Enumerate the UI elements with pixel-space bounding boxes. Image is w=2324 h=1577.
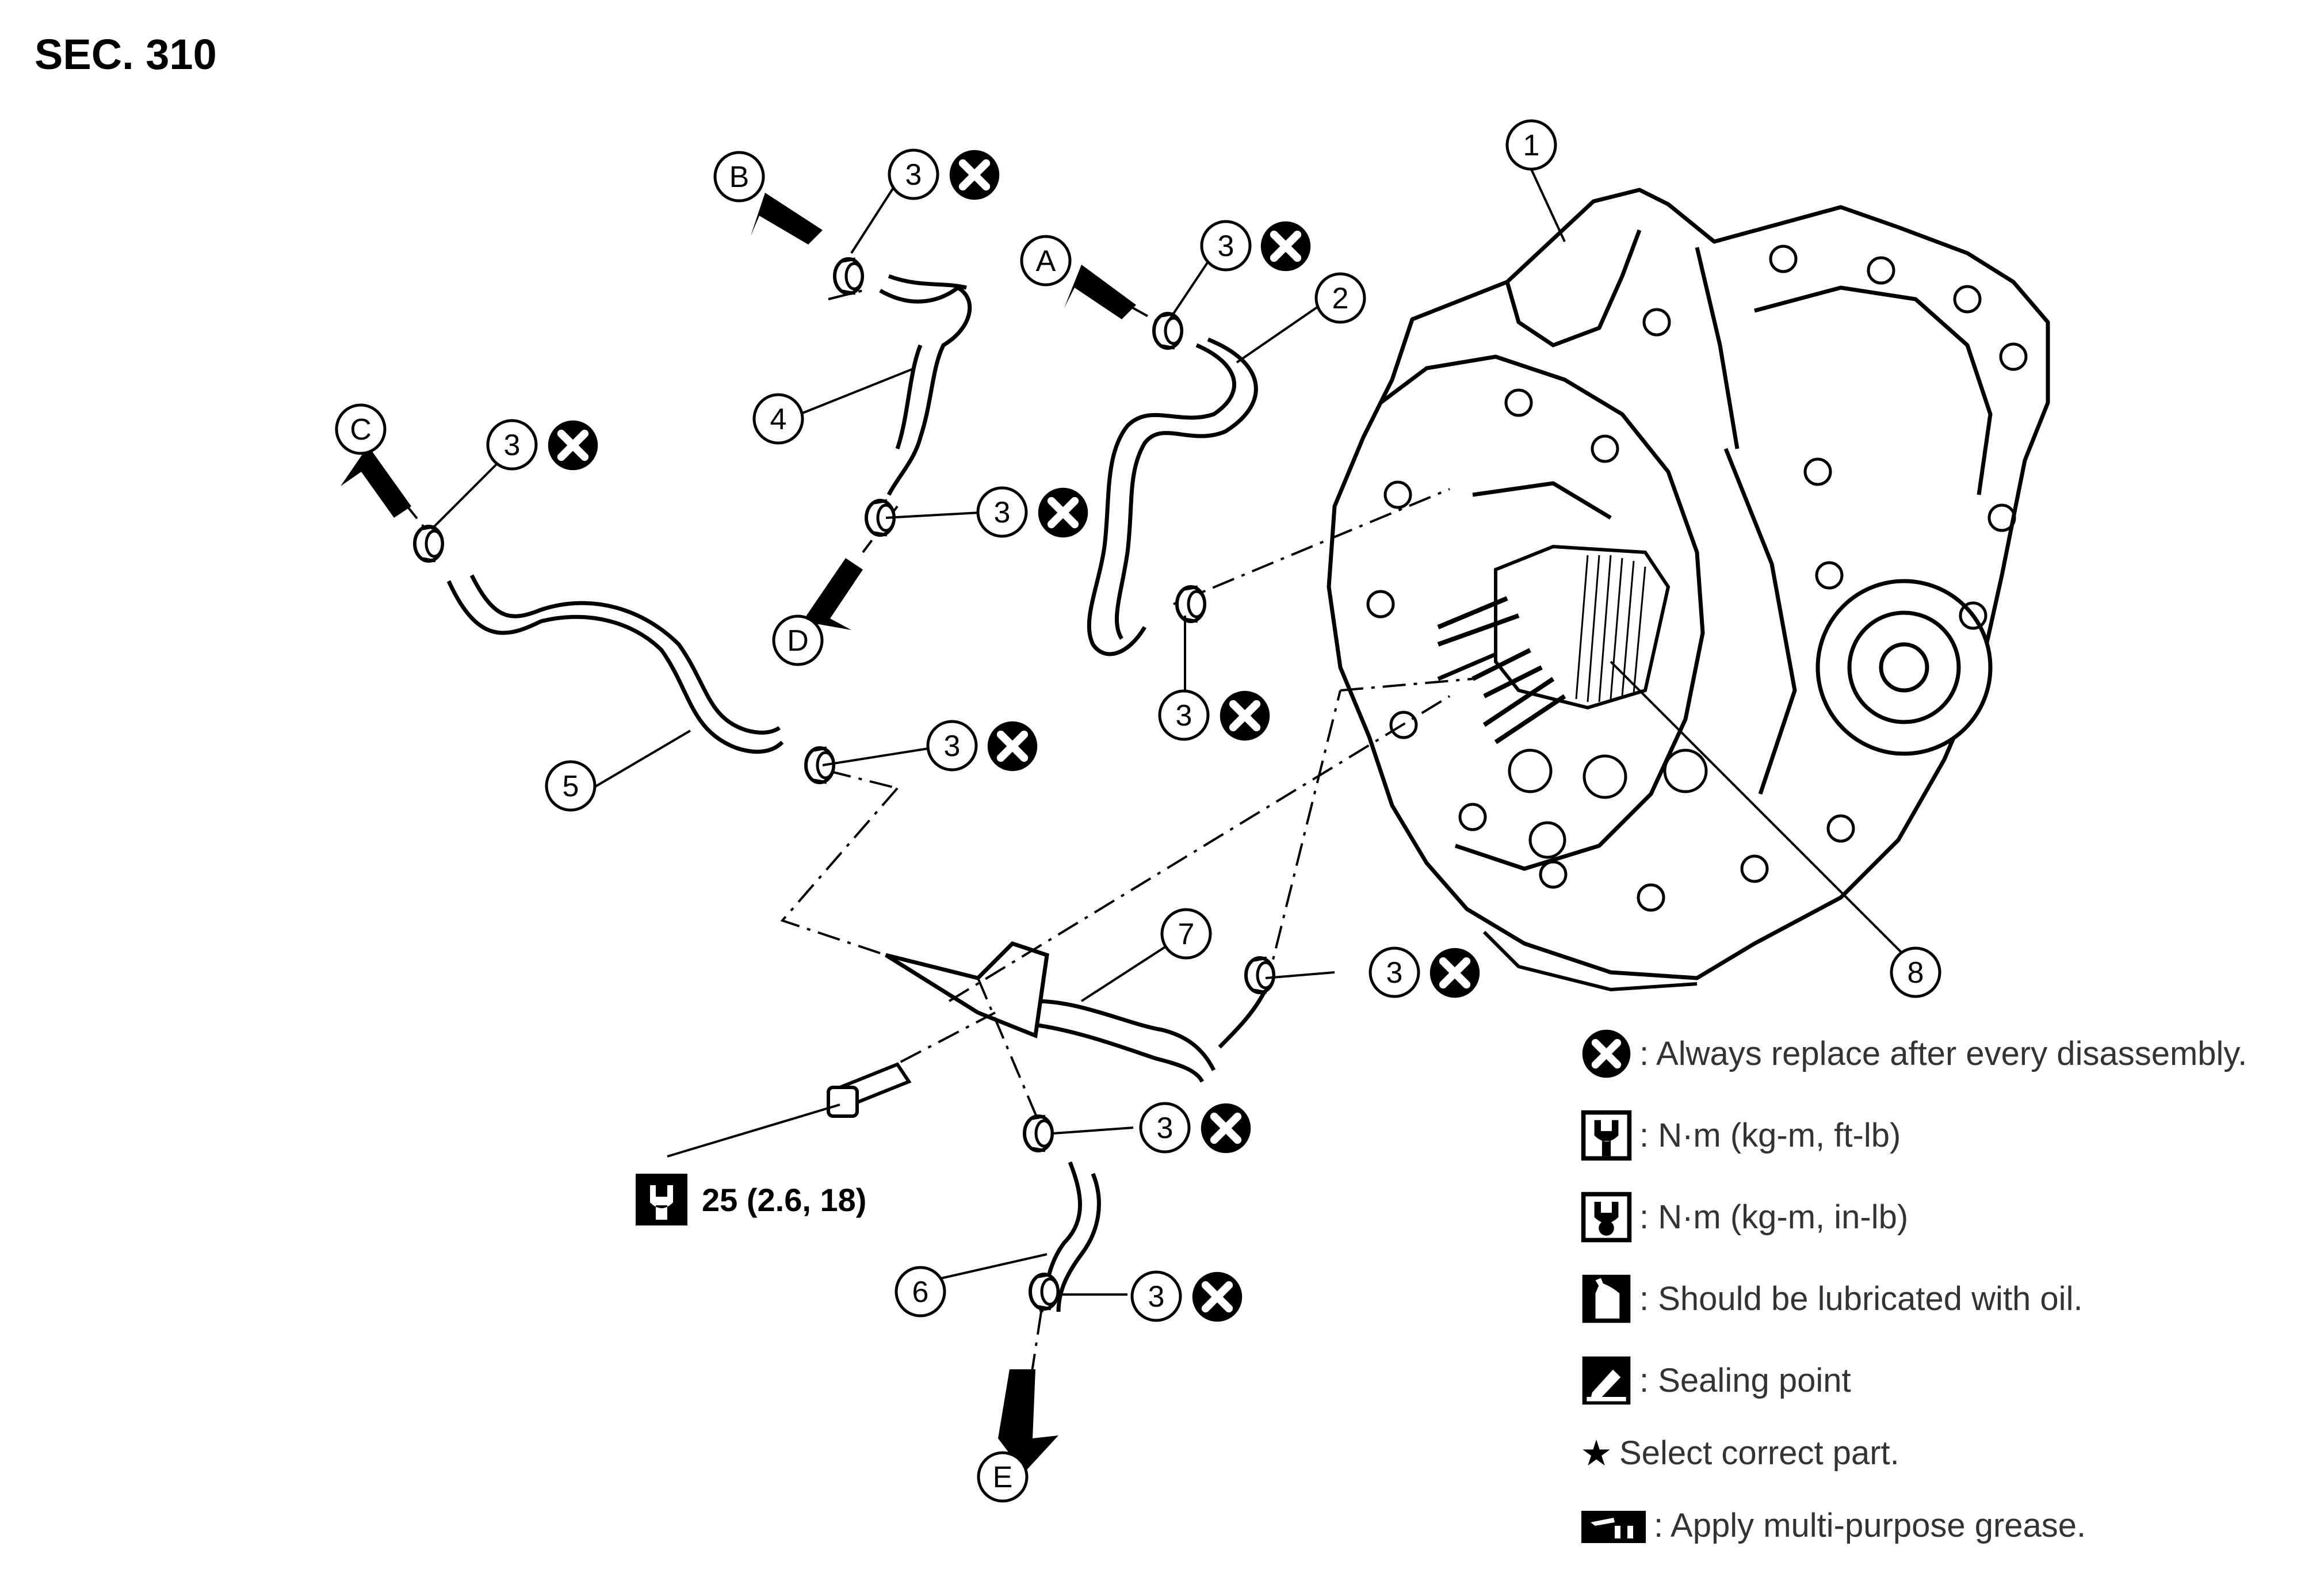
legend-nm-ftlb: : N·m (kg-m, ft-lb) — [1579, 1094, 2310, 1176]
callout-4: 4 — [770, 403, 787, 436]
mounting-bolt — [827, 1062, 912, 1118]
legend-replace-text: : Always replace after every disassembly… — [1639, 1034, 2247, 1072]
legend-nm-ftlb-text: : N·m (kg-m, ft-lb) — [1639, 1116, 1901, 1154]
arrow-label-d: D — [787, 624, 809, 658]
legend-sealing-text: : Sealing point — [1639, 1361, 1851, 1399]
legend-replace: : Always replace after every disassembly… — [1579, 1013, 2310, 1094]
callout-7: 7 — [1178, 918, 1195, 951]
legend-grease: : Apply multi-purpose grease. — [1579, 1484, 2310, 1566]
hose-7 — [885, 941, 1268, 1083]
arrow-label-b: B — [729, 161, 750, 194]
callout-8: 8 — [1908, 956, 1924, 990]
hose-2 — [1087, 337, 1258, 656]
callout-1: 1 — [1523, 129, 1540, 162]
star-icon: ★ — [1580, 1433, 1612, 1473]
callout-3-clamp-cooler: 3 — [1176, 699, 1192, 732]
arrow-label-a: A — [1036, 245, 1056, 278]
callout-6: 6 — [912, 1276, 929, 1309]
legend-nm-inlb: : N·m (kg-m, in-lb) — [1579, 1176, 2310, 1258]
arrow-label-e: E — [993, 1461, 1013, 1494]
callout-3-clamp-lower6: 3 — [1148, 1280, 1165, 1313]
callout-3-clamp-d: 3 — [994, 496, 1011, 529]
callout-2: 2 — [1332, 282, 1349, 315]
replace-x-icon — [1582, 1029, 1631, 1078]
replace-x-icon — [548, 150, 1480, 1322]
section-number: SEC. 310 — [35, 30, 217, 78]
oil-can-icon — [1582, 1274, 1631, 1323]
fluid-cooler — [1437, 544, 1671, 744]
legend-select: ★ Select correct part. — [1579, 1421, 2310, 1484]
grease-icon — [1581, 1511, 1646, 1543]
sealant-icon — [1582, 1356, 1631, 1404]
callout-5: 5 — [563, 770, 579, 803]
callout-markers — [335, 119, 1941, 1503]
leader-lines — [430, 166, 1917, 1296]
hose-5 — [446, 574, 784, 754]
torque-wrench-icon — [636, 1174, 687, 1225]
legend-select-text: Select correct part. — [1619, 1434, 1899, 1472]
flow-arrow-icon — [341, 193, 1136, 1473]
hose-4 — [879, 274, 972, 496]
torque-value: 25 (2.6, 18) — [702, 1182, 866, 1218]
transaxle-assembly — [1327, 188, 2050, 991]
legend-oil: : Should be lubricated with oil. — [1579, 1258, 2310, 1339]
legend-grease-text: : Apply multi-purpose grease. — [1654, 1506, 2086, 1544]
legend: : Always replace after every disassembly… — [1579, 1013, 2310, 1566]
callout-3-clamp-hose5: 3 — [944, 730, 961, 763]
torque-wrench-inlb-icon — [1581, 1192, 1632, 1242]
legend-nm-inlb-text: : N·m (kg-m, in-lb) — [1639, 1198, 1909, 1236]
callout-3-clamp-hose7: 3 — [1386, 956, 1403, 990]
callout-3-clamp-c: 3 — [504, 429, 521, 462]
assembly-guide-lines — [402, 289, 1473, 1387]
callout-3-clamp-a: 3 — [1218, 230, 1234, 263]
callout-3-clamp-b: 3 — [905, 158, 922, 192]
legend-oil-text: : Should be lubricated with oil. — [1639, 1280, 2083, 1318]
callout-3-clamp-upper6: 3 — [1157, 1112, 1174, 1145]
arrow-label-c: C — [350, 413, 372, 446]
torque-wrench-icon — [1581, 1110, 1632, 1160]
legend-sealing: : Sealing point — [1579, 1339, 2310, 1421]
